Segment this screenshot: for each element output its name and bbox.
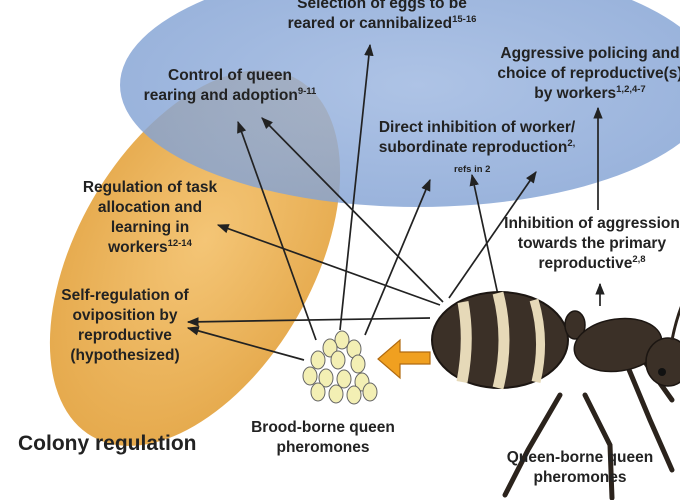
brood-arrows — [186, 43, 431, 361]
label-self-regulation: Self-regulation of oviposition by reprod… — [30, 286, 220, 366]
egg-selection-text: Selection of eggs to be reared or cannib… — [287, 0, 467, 32]
label-queen-rearing: Control of queen rearing and adoption9-1… — [130, 66, 330, 106]
task-allocation-ref: 12-14 — [167, 237, 192, 249]
brood-egg-cluster-icon — [302, 330, 378, 405]
label-queen-pheromones: Queen-borne queen pheromones — [480, 448, 680, 488]
transfer-arrow-icon — [377, 338, 431, 380]
arrow-eggs-to-queen-rearing-a — [237, 120, 317, 341]
arrow-eggs-to-direct-inhibition — [364, 178, 431, 336]
label-direct-inhibition-note: refs in 2 — [454, 158, 490, 180]
direct-inhibition-text: Direct inhibition of worker/ subordinate… — [378, 119, 576, 156]
label-aggressive-policing: Aggressive policing and choice of reprod… — [490, 44, 680, 104]
colony-regulation-text: Colony regulation — [18, 432, 197, 455]
self-regulation-text: Self-regulation of oviposition by reprod… — [61, 287, 189, 364]
queen-pheromones-text: Queen-borne queen pheromones — [506, 449, 654, 486]
arrow-eggs-to-self-regulation — [186, 326, 305, 361]
label-task-allocation: Regulation of task allocation and learni… — [50, 178, 250, 258]
direct-inhibition-ref-note: refs in 2 — [454, 164, 491, 175]
arrow-queen-to-task-allocation — [216, 224, 441, 306]
reproductive-regulation-zone — [120, 0, 680, 207]
egg-selection-ref: 15-16 — [452, 13, 477, 25]
label-egg-selection: Selection of eggs to be reared or cannib… — [282, 0, 482, 34]
aggressive-policing-ref: 1,2,4-7 — [616, 83, 646, 95]
arrow-queen-to-inhibition-aggression — [469, 173, 499, 296]
aggressive-policing-text: Aggressive policing and choice of reprod… — [497, 45, 680, 102]
arrow-eggs-to-egg-selection — [339, 43, 374, 331]
label-direct-inhibition: Direct inhibition of worker/ subordinate… — [352, 118, 602, 158]
label-brood-pheromones: Brood-borne queen pheromones — [228, 418, 418, 458]
queen-ant-icon — [431, 291, 680, 500]
brood-pheromones-text: Brood-borne queen pheromones — [251, 419, 395, 456]
label-inhibition-aggression: Inhibition of aggression towards the pri… — [492, 214, 680, 274]
arrow-queen-to-egg-selection — [448, 171, 537, 299]
direct-inhibition-ref: 2, — [567, 137, 576, 149]
label-colony-regulation: Colony regulation — [18, 432, 197, 455]
inhibition-aggression-text: Inhibition of aggression towards the pri… — [504, 215, 680, 272]
inhibition-aggression-ref: 2,8 — [632, 253, 646, 265]
queen-rearing-ref: 9-11 — [297, 85, 317, 97]
task-allocation-text: Regulation of task allocation and learni… — [82, 179, 218, 256]
queen-rearing-text: Control of queen rearing and adoption — [143, 67, 298, 104]
